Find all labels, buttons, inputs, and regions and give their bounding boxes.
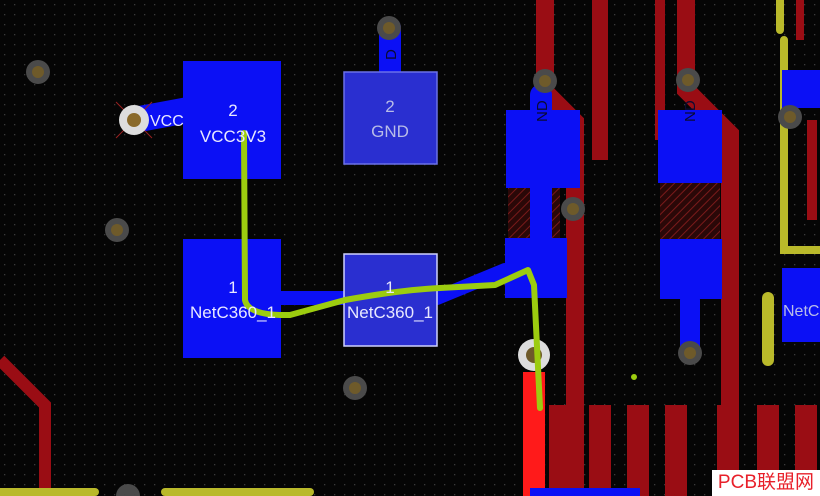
pad-c2-pin2-number: 2	[385, 97, 394, 116]
pad-bottom-mid	[530, 488, 640, 496]
gnd-stub-label: D	[383, 49, 400, 60]
pad-c1-pin1-net: NetC360_1	[190, 303, 276, 322]
via-vcc[interactable]: VCC	[115, 101, 184, 139]
pad-c1-pin1-number: 1	[228, 278, 237, 297]
ratsnest-line[interactable]	[241, 130, 543, 411]
vias	[26, 16, 802, 496]
pad-c2-pin1-net: NetC360_1	[347, 303, 433, 322]
pad-right-edge-lower[interactable]	[782, 268, 820, 342]
pad-c1-pin2-net: VCC3V3	[200, 127, 266, 146]
pad-c1-pin1[interactable]	[183, 239, 281, 358]
pad-c1-pin2[interactable]	[183, 61, 281, 179]
via-vcc-label: VCC	[150, 113, 184, 130]
ratsnest-end-dot	[631, 374, 637, 380]
pad-right-1-label: ND	[534, 100, 551, 122]
pad-right-2-bottom[interactable]	[660, 239, 722, 299]
watermark: PCB联盟网	[711, 470, 820, 496]
pad-right-2-label: ND	[682, 100, 699, 122]
via	[116, 484, 140, 496]
pad-right-2-top[interactable]	[658, 110, 722, 183]
pad-c2-pin2-net: GND	[371, 122, 409, 141]
net-right-edge-label: NetC	[783, 303, 819, 320]
pad-right-edge-upper[interactable]	[782, 70, 820, 108]
pad-right-1-top[interactable]	[506, 110, 580, 188]
pad-c1-pin2-number: 2	[228, 101, 237, 120]
pad-c2-pin1-number: 1	[385, 278, 394, 297]
pad-c2-pin2[interactable]	[343, 71, 438, 165]
